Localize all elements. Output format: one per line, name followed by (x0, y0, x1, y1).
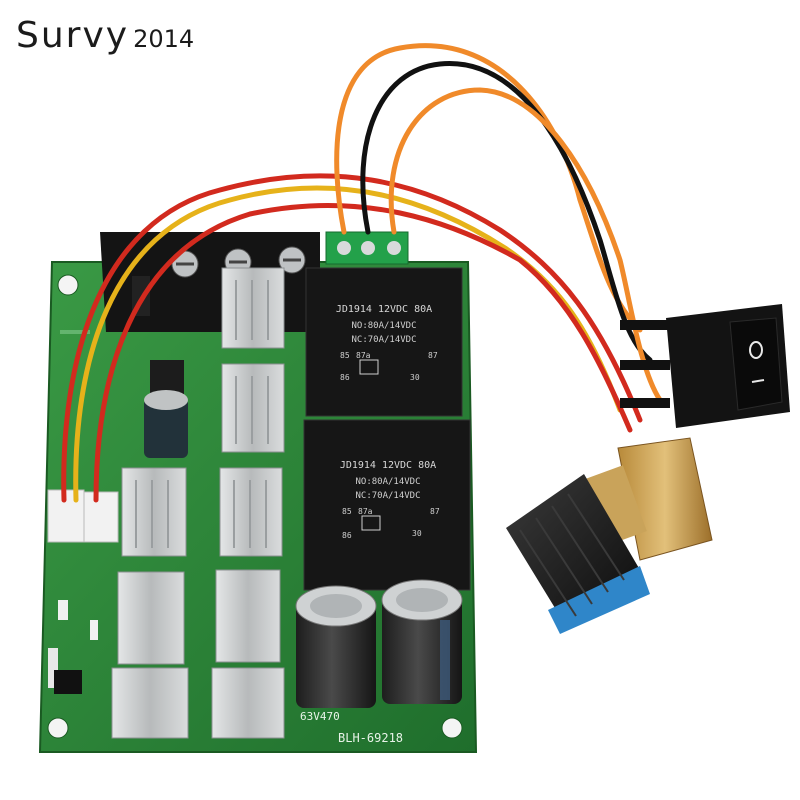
relay-bottom: JD1914 12VDC 80A NO:80A/14VDC NC:70A/14V… (303, 419, 471, 591)
watermark-year: 2014 (133, 25, 195, 53)
relay-bottom-model: JD1914 12VDC 80A (340, 460, 436, 471)
relay-top-rating-nc: NC:70A/14VDC (351, 335, 416, 345)
relay-bottom-rating-no: NO:80A/14VDC (355, 477, 420, 487)
relay-bottom-rating-nc: NC:70A/14VDC (355, 491, 420, 501)
relay-bottom-pin-87a: 87a (358, 507, 373, 516)
relay-top-pin-85: 85 (340, 351, 350, 360)
relay-top-pin-86: 86 (340, 373, 350, 382)
relay-bottom-pin-85: 85 (342, 507, 352, 516)
small-capacitor (144, 390, 188, 458)
green-terminal (325, 231, 409, 265)
watermark-brand: Survy (16, 15, 130, 56)
relay-top-pin-87: 87 (428, 351, 438, 360)
watermark: Survy 2014 (16, 14, 194, 58)
knob (506, 474, 650, 634)
wires (61, 43, 663, 503)
relay-bottom-pin-87: 87 (430, 507, 440, 516)
potentiometer (585, 437, 713, 561)
heatsinks (111, 267, 285, 739)
relay-top: JD1914 12VDC 80A NO:80A/14VDC NC:70A/14V… (305, 267, 463, 417)
relay-top-model: JD1914 12VDC 80A (336, 304, 432, 315)
rocker-switch (620, 304, 790, 428)
board-model-label: BLH-69218 (338, 731, 403, 745)
relay-top-pin-87a: 87a (356, 351, 371, 360)
relay-bottom-pin-86: 86 (342, 531, 352, 540)
capacitor-label: 63V470 (300, 710, 340, 723)
relay-top-pin-30: 30 (410, 373, 420, 382)
large-capacitors (295, 579, 463, 708)
relay-top-rating-no: NO:80A/14VDC (351, 321, 416, 331)
white-connectors (47, 489, 119, 543)
ic-chip (54, 670, 82, 694)
relay-bottom-pin-30: 30 (412, 529, 422, 538)
